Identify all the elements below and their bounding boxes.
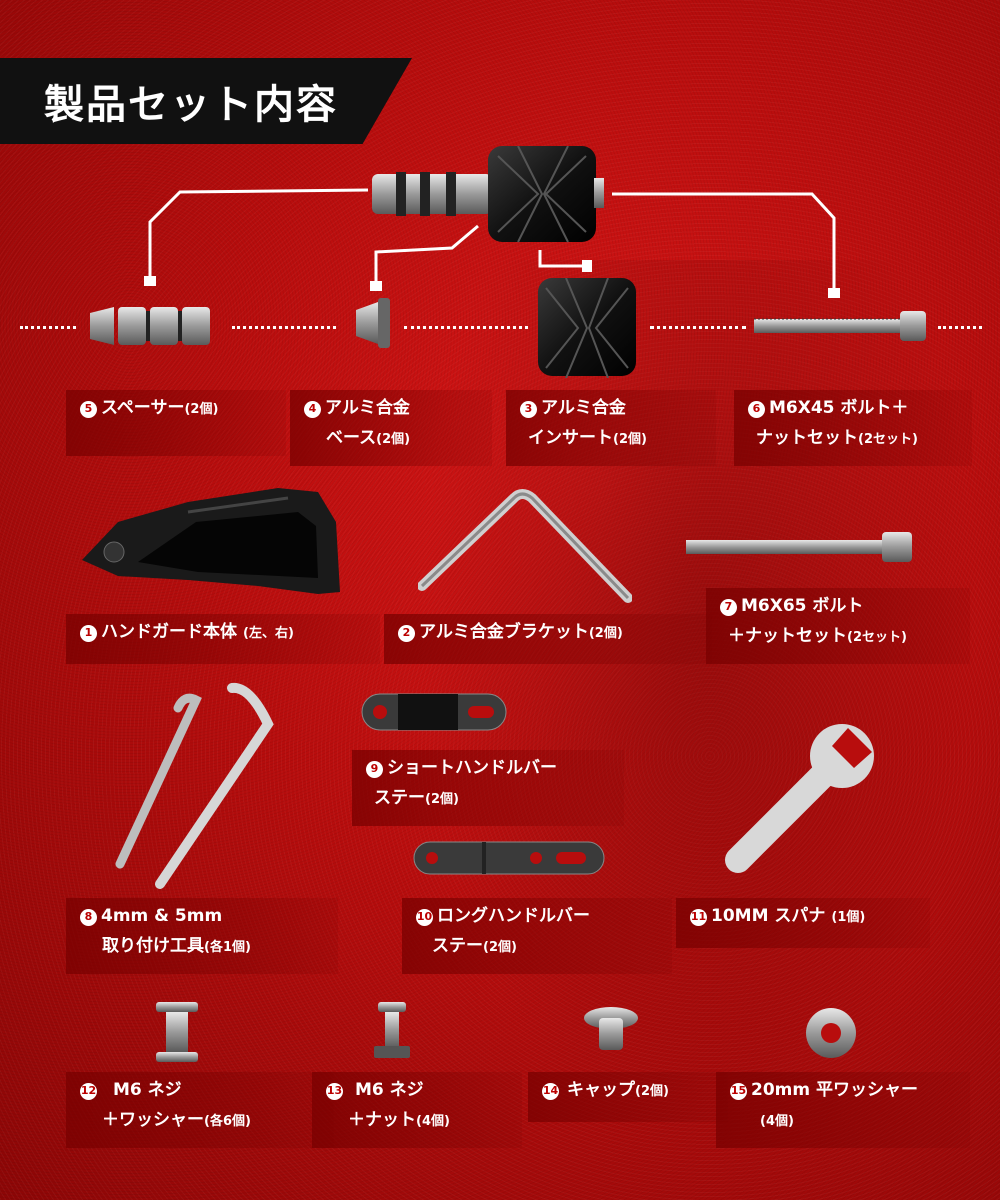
m6-screw-washer-image <box>154 1002 200 1062</box>
m6-screw-nut-image <box>374 1002 410 1060</box>
aluminum-base-image <box>352 298 394 348</box>
flat-washer-image <box>804 1006 858 1060</box>
assembled-bar-end-image <box>368 146 608 246</box>
handguard-body-image <box>78 482 348 602</box>
bolt-m6x45-image <box>754 311 926 341</box>
dotted-line-left <box>20 326 76 329</box>
cap-image <box>582 1006 640 1054</box>
aluminum-bracket-image <box>418 486 632 606</box>
short-handlebar-stay-image <box>360 690 508 734</box>
page-title: 製品セット内容 <box>44 82 338 128</box>
dotted-line-mid <box>404 326 528 329</box>
dotted-line-mid-left <box>232 326 336 329</box>
title-banner: 製品セット内容 <box>0 58 412 144</box>
dotted-line-right <box>938 326 982 329</box>
bolt-m6x65-image <box>686 532 912 562</box>
spacer-image <box>88 303 218 349</box>
dotted-line-mid-right <box>650 326 746 329</box>
aluminum-insert-image <box>538 278 638 378</box>
long-handlebar-stay-image <box>412 838 606 878</box>
hex-key-tools-image <box>100 680 300 890</box>
connector-lines <box>144 188 840 298</box>
spanner-image <box>722 720 882 880</box>
